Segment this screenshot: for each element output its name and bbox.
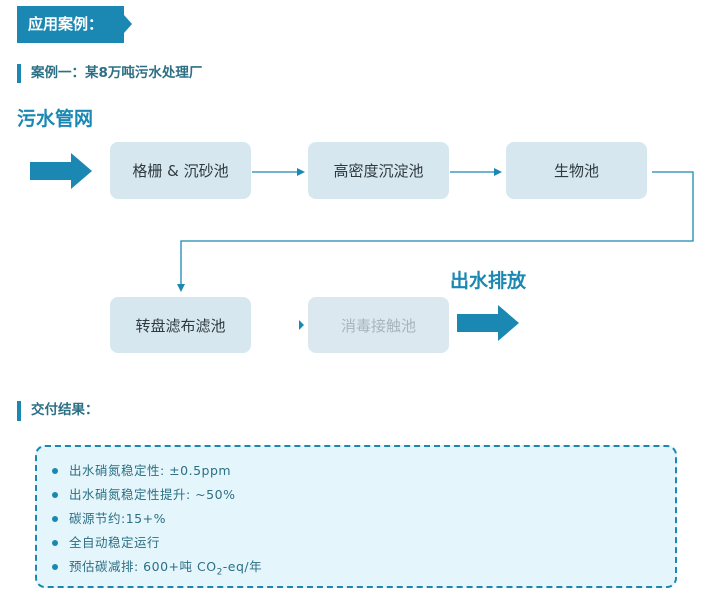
list-item: 全自动稳定运行 (52, 531, 675, 555)
list-item: 预估碳减排: 600+吨 CO2-eq/年 (52, 555, 675, 579)
bullet-icon (52, 492, 58, 498)
flow-node-high-density-clarifier: 高密度沉淀池 (308, 142, 449, 199)
output-label: 出水排放 (450, 270, 527, 292)
inlet-arrow-icon (30, 153, 92, 189)
connector-4-5-chevron-icon (299, 320, 304, 330)
flow-node-grit-chamber: 格栅 & 沉砂池 (110, 142, 251, 199)
results-list: 出水硝氮稳定性: ±0.5ppm 出水硝氮稳定性提升: ~50% 碳源节约:15… (37, 447, 675, 579)
flow-node-disinfection-tank: 消毒接触池 (308, 297, 449, 353)
section-tag: 应用案例： (17, 6, 124, 43)
bullet-icon (52, 564, 58, 570)
delivery-title: 交付结果： (31, 402, 99, 418)
list-item: 出水硝氮稳定性: ±0.5ppm (52, 459, 675, 483)
list-item: 碳源节约:15+% (52, 507, 675, 531)
bullet-icon (52, 540, 58, 546)
case-title: 案例一：某8万吨污水处理厂 (31, 65, 203, 81)
flow-node-bio-tank: 生物池 (506, 142, 647, 199)
outlet-arrow-icon (457, 305, 519, 341)
connector-2-3 (450, 168, 502, 176)
bullet-icon (52, 468, 58, 474)
results-box: 出水硝氮稳定性: ±0.5ppm 出水硝氮稳定性提升: ~50% 碳源节约:15… (35, 445, 677, 588)
connector-3-4 (177, 171, 694, 292)
case-title-bar (17, 64, 21, 83)
bullet-icon (52, 516, 58, 522)
tag-notch (124, 15, 132, 33)
delivery-title-bar (17, 401, 21, 421)
source-label: 污水管网 (17, 108, 94, 130)
flow-connectors (30, 153, 694, 341)
connector-1-2 (252, 168, 305, 176)
flow-node-disc-filter: 转盘滤布滤池 (110, 297, 251, 353)
list-item: 出水硝氮稳定性提升: ~50% (52, 483, 675, 507)
